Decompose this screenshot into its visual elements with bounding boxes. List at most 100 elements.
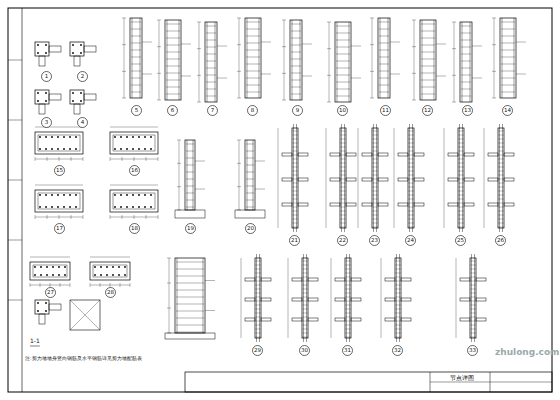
rebar-line	[253, 140, 254, 210]
rebar-line	[35, 185, 83, 186]
rebar-dot	[114, 136, 116, 138]
rebar-line	[157, 46, 161, 47]
rebar-line	[291, 59, 301, 60]
rebar-line	[292, 195, 298, 196]
callout-number: 28	[106, 288, 115, 297]
rebar-line	[408, 131, 414, 132]
rebar-line	[379, 78, 389, 79]
section-outline	[420, 20, 436, 100]
rebar-line	[246, 193, 254, 194]
rebar-line	[302, 309, 308, 310]
rebar-dot	[94, 266, 96, 268]
callout-circle	[370, 236, 380, 246]
rebar-line	[255, 333, 261, 334]
rebar-line	[206, 75, 216, 76]
section-outline	[414, 178, 424, 181]
callout-number: 26	[496, 236, 505, 245]
section-outline	[408, 128, 414, 228]
rebar-line	[346, 254, 347, 342]
rebar-line	[458, 191, 464, 192]
rebar-line	[255, 189, 265, 190]
rebar-line	[472, 46, 482, 47]
rebar-dot	[112, 274, 114, 276]
section-outline	[345, 258, 351, 338]
section-outline	[448, 203, 458, 206]
rebar-line	[351, 78, 361, 79]
rebar-line	[340, 151, 346, 152]
rebar-dot	[132, 206, 134, 208]
rebar-line	[205, 280, 215, 281]
rebar-line	[396, 254, 397, 342]
rebar-line	[484, 128, 485, 228]
rebar-dot	[72, 44, 74, 46]
rebar-line	[302, 269, 308, 270]
rebar-line	[181, 76, 191, 77]
rebar-line	[302, 325, 308, 326]
callout-circle	[106, 288, 116, 298]
rebar-line	[502, 124, 503, 232]
rebar-line	[372, 215, 378, 216]
rebar-line	[131, 64, 141, 65]
section-outline	[165, 20, 181, 100]
rebar-line	[132, 18, 133, 98]
rebar-line	[498, 131, 504, 132]
callout-number: 2	[78, 72, 87, 81]
section-outline	[470, 258, 476, 338]
rebar-line	[176, 297, 204, 298]
rebar-line	[284, 20, 285, 100]
section-outline	[504, 178, 514, 181]
rebar-line	[336, 47, 350, 48]
rebar-line	[379, 92, 389, 93]
rebar-dot	[45, 44, 47, 46]
section-outline	[500, 18, 516, 98]
rebar-line	[340, 131, 346, 132]
rebar-line	[340, 171, 346, 172]
rebar-line	[408, 155, 414, 156]
rebar-line	[345, 301, 351, 302]
rebar-line	[458, 163, 464, 164]
rebar-line	[131, 85, 141, 86]
section-outline	[414, 203, 424, 206]
section-outline	[110, 132, 158, 154]
rebar-line	[412, 73, 416, 74]
section-outline	[346, 178, 356, 181]
rebar-line	[131, 36, 141, 37]
rebar-line	[492, 44, 496, 45]
rebar-line	[412, 124, 413, 232]
rebar-line	[498, 155, 504, 156]
rebar-line	[288, 258, 289, 338]
rebar-line	[246, 22, 260, 23]
rebar-line	[131, 29, 141, 30]
rebar-line	[302, 337, 308, 338]
rebar-line	[206, 33, 216, 34]
rebar-line	[255, 285, 261, 286]
section-outline	[30, 262, 70, 280]
rebar-line	[408, 159, 414, 160]
rebar-line	[458, 211, 464, 212]
rebar-line	[186, 151, 194, 152]
section-outline	[385, 318, 395, 321]
rebar-line	[458, 219, 464, 220]
rebar-line	[177, 186, 181, 187]
rebar-line	[351, 46, 361, 47]
section-outline	[330, 203, 340, 206]
rebar-line	[458, 175, 464, 176]
callout-number: 32	[393, 346, 402, 355]
section-outline	[330, 178, 340, 181]
rebar-line	[470, 321, 476, 322]
section-outline	[335, 318, 345, 321]
rebar-line	[292, 211, 298, 212]
rebar-line	[291, 87, 301, 88]
rebar-line	[372, 159, 378, 160]
section-outline	[401, 298, 411, 301]
rebar-line	[237, 163, 241, 164]
rebar-line	[372, 163, 378, 164]
rebar-dot	[39, 148, 41, 150]
rebar-dot	[57, 148, 59, 150]
rebar-line	[292, 207, 298, 208]
rebar-line	[501, 43, 515, 44]
rebar-line	[395, 285, 401, 286]
rebar-line	[177, 140, 181, 141]
rebar-line	[345, 289, 351, 290]
rebar-line	[336, 75, 350, 76]
